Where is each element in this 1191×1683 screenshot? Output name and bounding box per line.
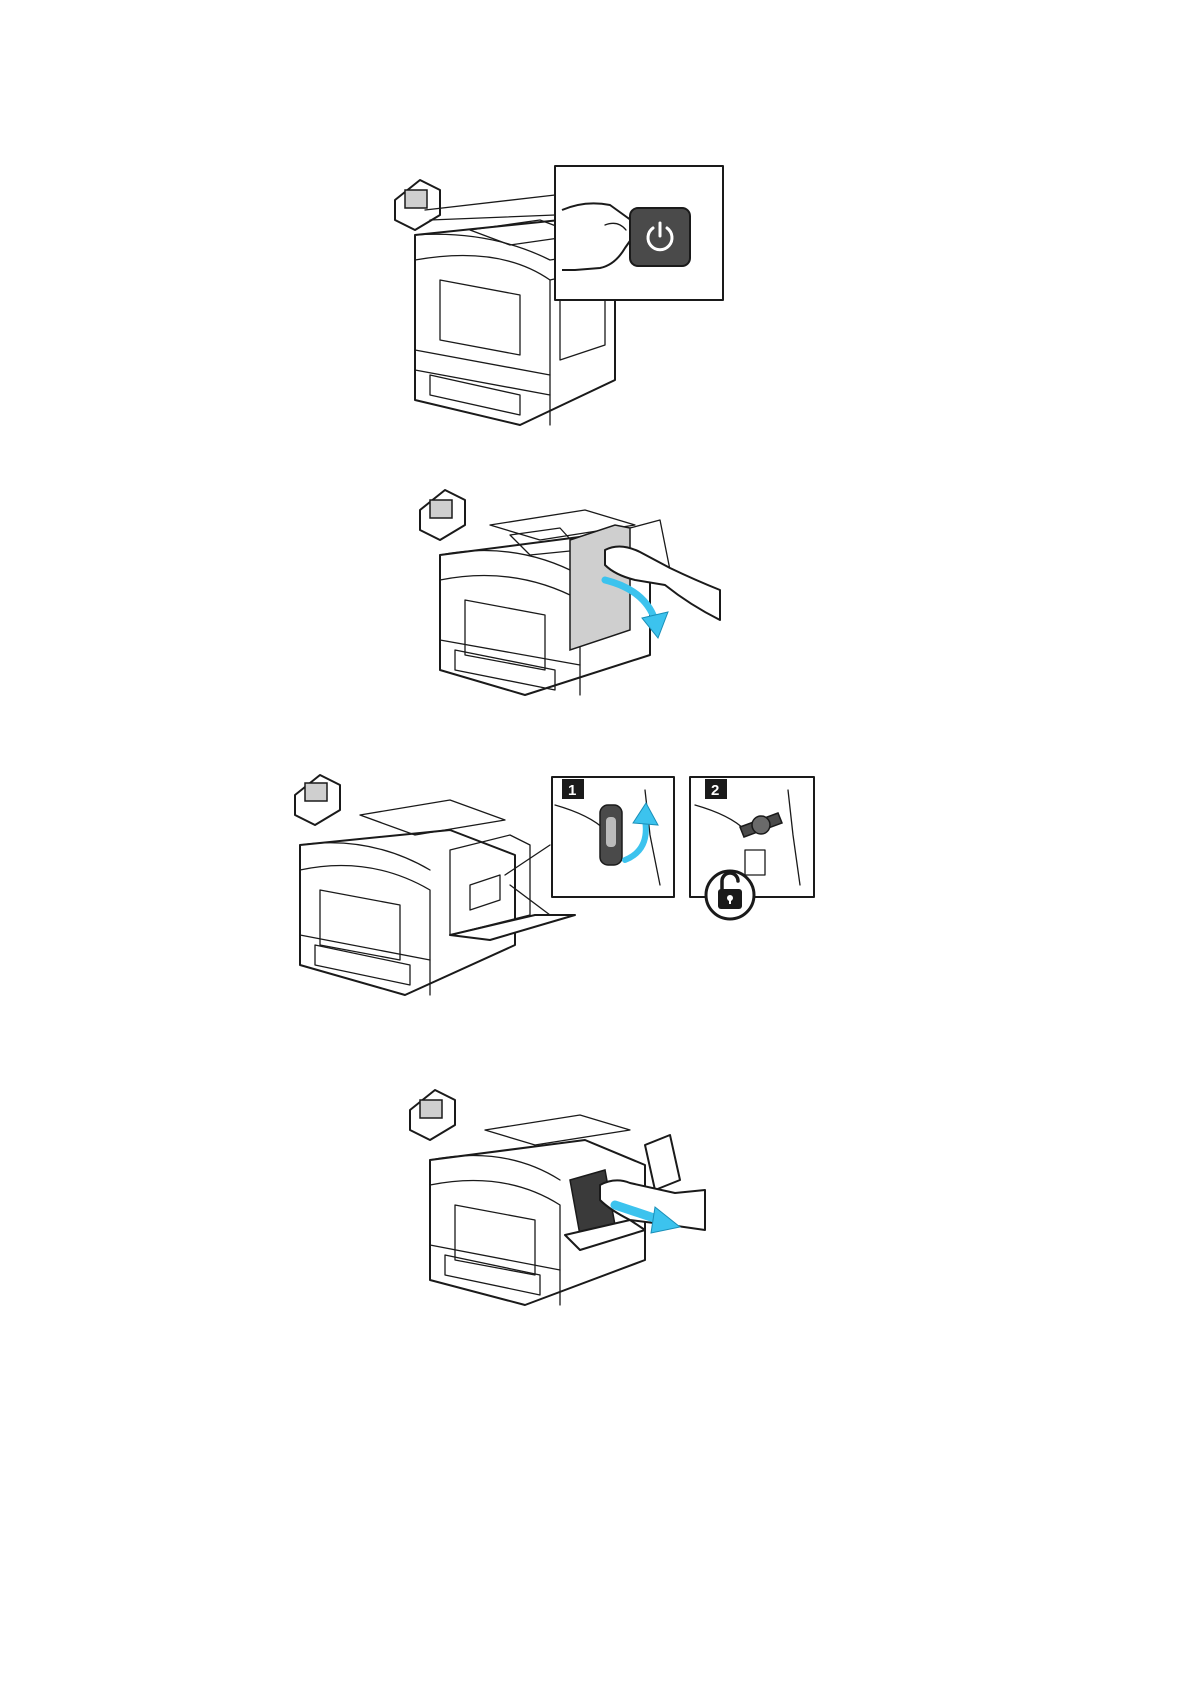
printer-illustration-4 bbox=[415, 1085, 725, 1315]
printer-illustration-2 bbox=[420, 480, 740, 720]
printer-illustration-1 bbox=[400, 170, 790, 430]
control-panel bbox=[410, 1090, 455, 1140]
step-2-callout: 2 bbox=[690, 777, 814, 919]
step-1-callout: 1 bbox=[552, 777, 674, 897]
figure-unlock-waste-cartridge: 1 2 bbox=[300, 775, 830, 1015]
printer-illustration-3: 1 2 bbox=[300, 775, 830, 1015]
figure-power-off bbox=[400, 170, 790, 430]
control-panel bbox=[295, 775, 340, 825]
control-panel bbox=[395, 180, 440, 230]
power-button-zoom bbox=[630, 208, 690, 266]
control-panel bbox=[420, 490, 465, 540]
printer-body bbox=[300, 800, 515, 995]
step-2-number: 2 bbox=[711, 782, 719, 799]
step-1-number: 1 bbox=[568, 782, 576, 799]
figure-remove-waste-cartridge bbox=[415, 1085, 725, 1315]
right-door-open bbox=[645, 1135, 680, 1190]
unlock-icon bbox=[706, 871, 754, 919]
figure-open-right-door bbox=[420, 480, 740, 720]
